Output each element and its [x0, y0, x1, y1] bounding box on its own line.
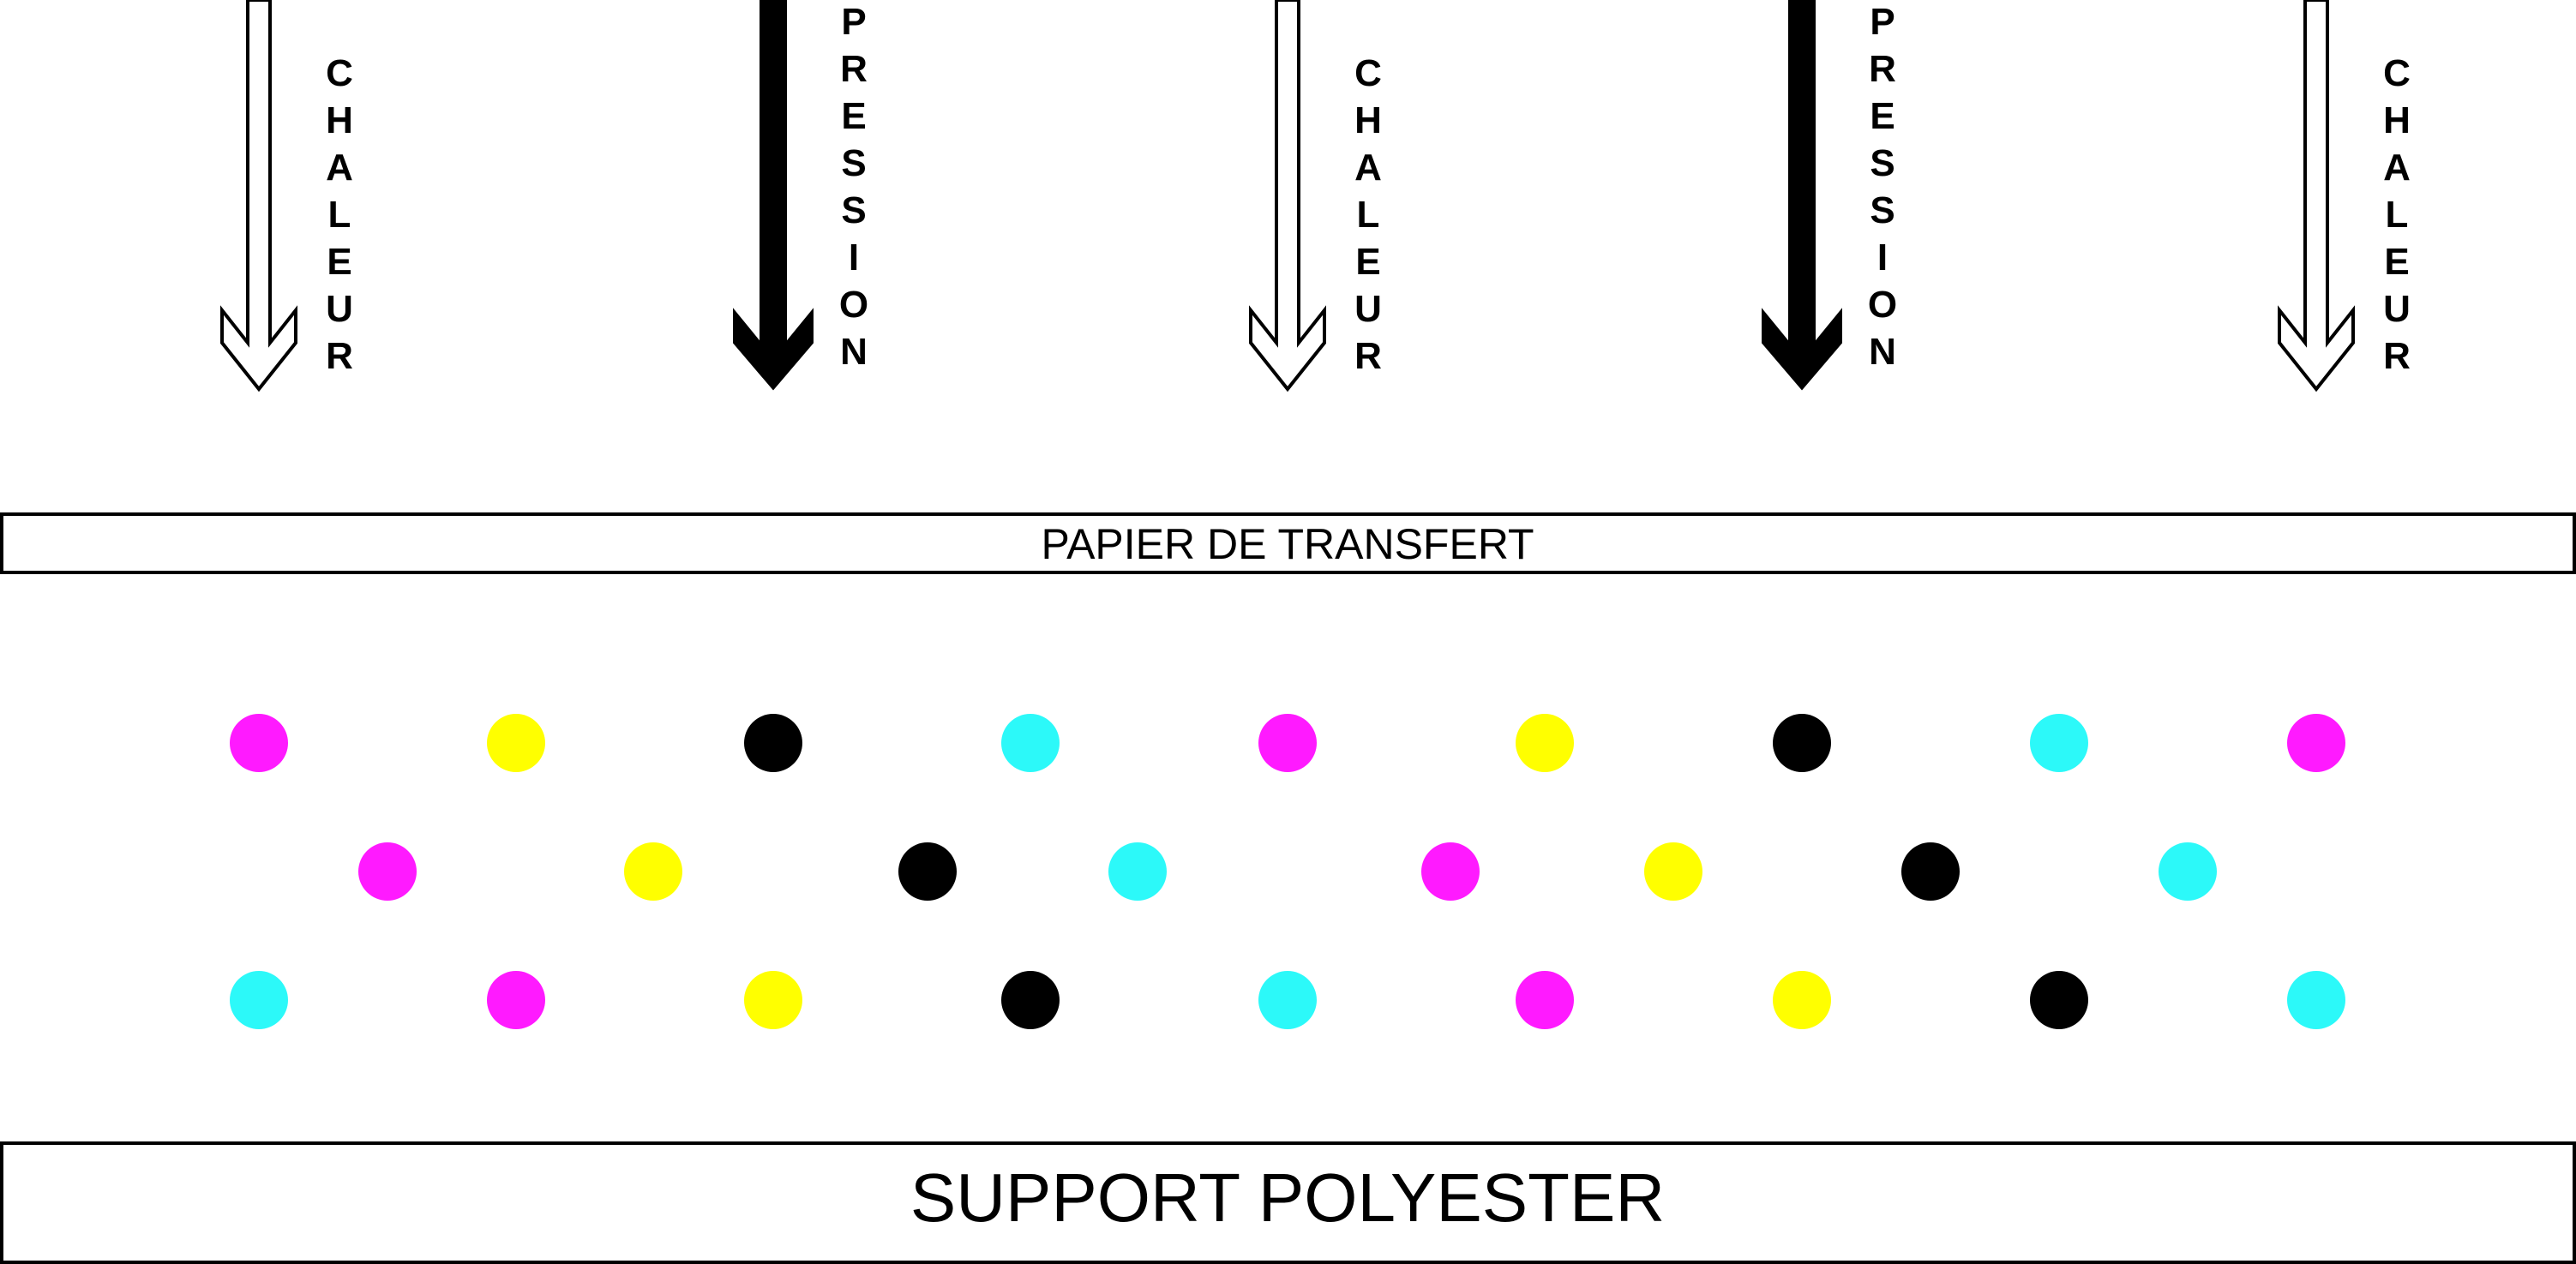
cyan-ink-dot — [1001, 714, 1060, 772]
yellow-ink-dot — [1516, 714, 1574, 772]
yellow-ink-dot — [1644, 842, 1702, 901]
pressure-arrow-shape — [733, 0, 814, 391]
cyan-ink-dot — [1108, 842, 1167, 901]
yellow-ink-dot — [744, 971, 802, 1029]
transfer-paper-layer — [0, 512, 2576, 574]
cyan-ink-dot — [230, 971, 288, 1029]
magenta-ink-dot — [230, 714, 288, 772]
magenta-ink-dot — [1421, 842, 1480, 901]
cyan-ink-dot — [2159, 842, 2217, 901]
cyan-ink-dot — [2287, 971, 2345, 1029]
heat-arrow-shape — [220, 0, 297, 392]
ink-dots-group — [230, 714, 2345, 1029]
yellow-ink-dot — [624, 842, 682, 901]
black-ink-dot — [1773, 714, 1831, 772]
cyan-ink-dot — [1258, 971, 1317, 1029]
magenta-ink-dot — [358, 842, 417, 901]
transfer-paper-label: PAPIER DE TRANSFERT — [1041, 520, 1534, 568]
magenta-ink-dot — [1516, 971, 1574, 1029]
magenta-ink-dot — [1258, 714, 1317, 772]
black-ink-dot — [898, 842, 957, 901]
yellow-ink-dot — [487, 714, 545, 772]
pressure-arrow-shape — [1762, 0, 1842, 391]
black-ink-dot — [1901, 842, 1960, 901]
cyan-ink-dot — [2030, 714, 2088, 772]
yellow-ink-dot — [1773, 971, 1831, 1029]
polyester-support-layer — [0, 1141, 2576, 1264]
black-ink-dot — [744, 714, 802, 772]
magenta-ink-dot — [487, 971, 545, 1029]
heat-arrow-shape — [1249, 0, 1326, 392]
polyester-support-label: SUPPORT POLYESTER — [910, 1159, 1665, 1236]
magenta-ink-dot — [2287, 714, 2345, 772]
heat-arrow-shape — [2278, 0, 2355, 392]
black-ink-dot — [1001, 971, 1060, 1029]
black-ink-dot — [2030, 971, 2088, 1029]
